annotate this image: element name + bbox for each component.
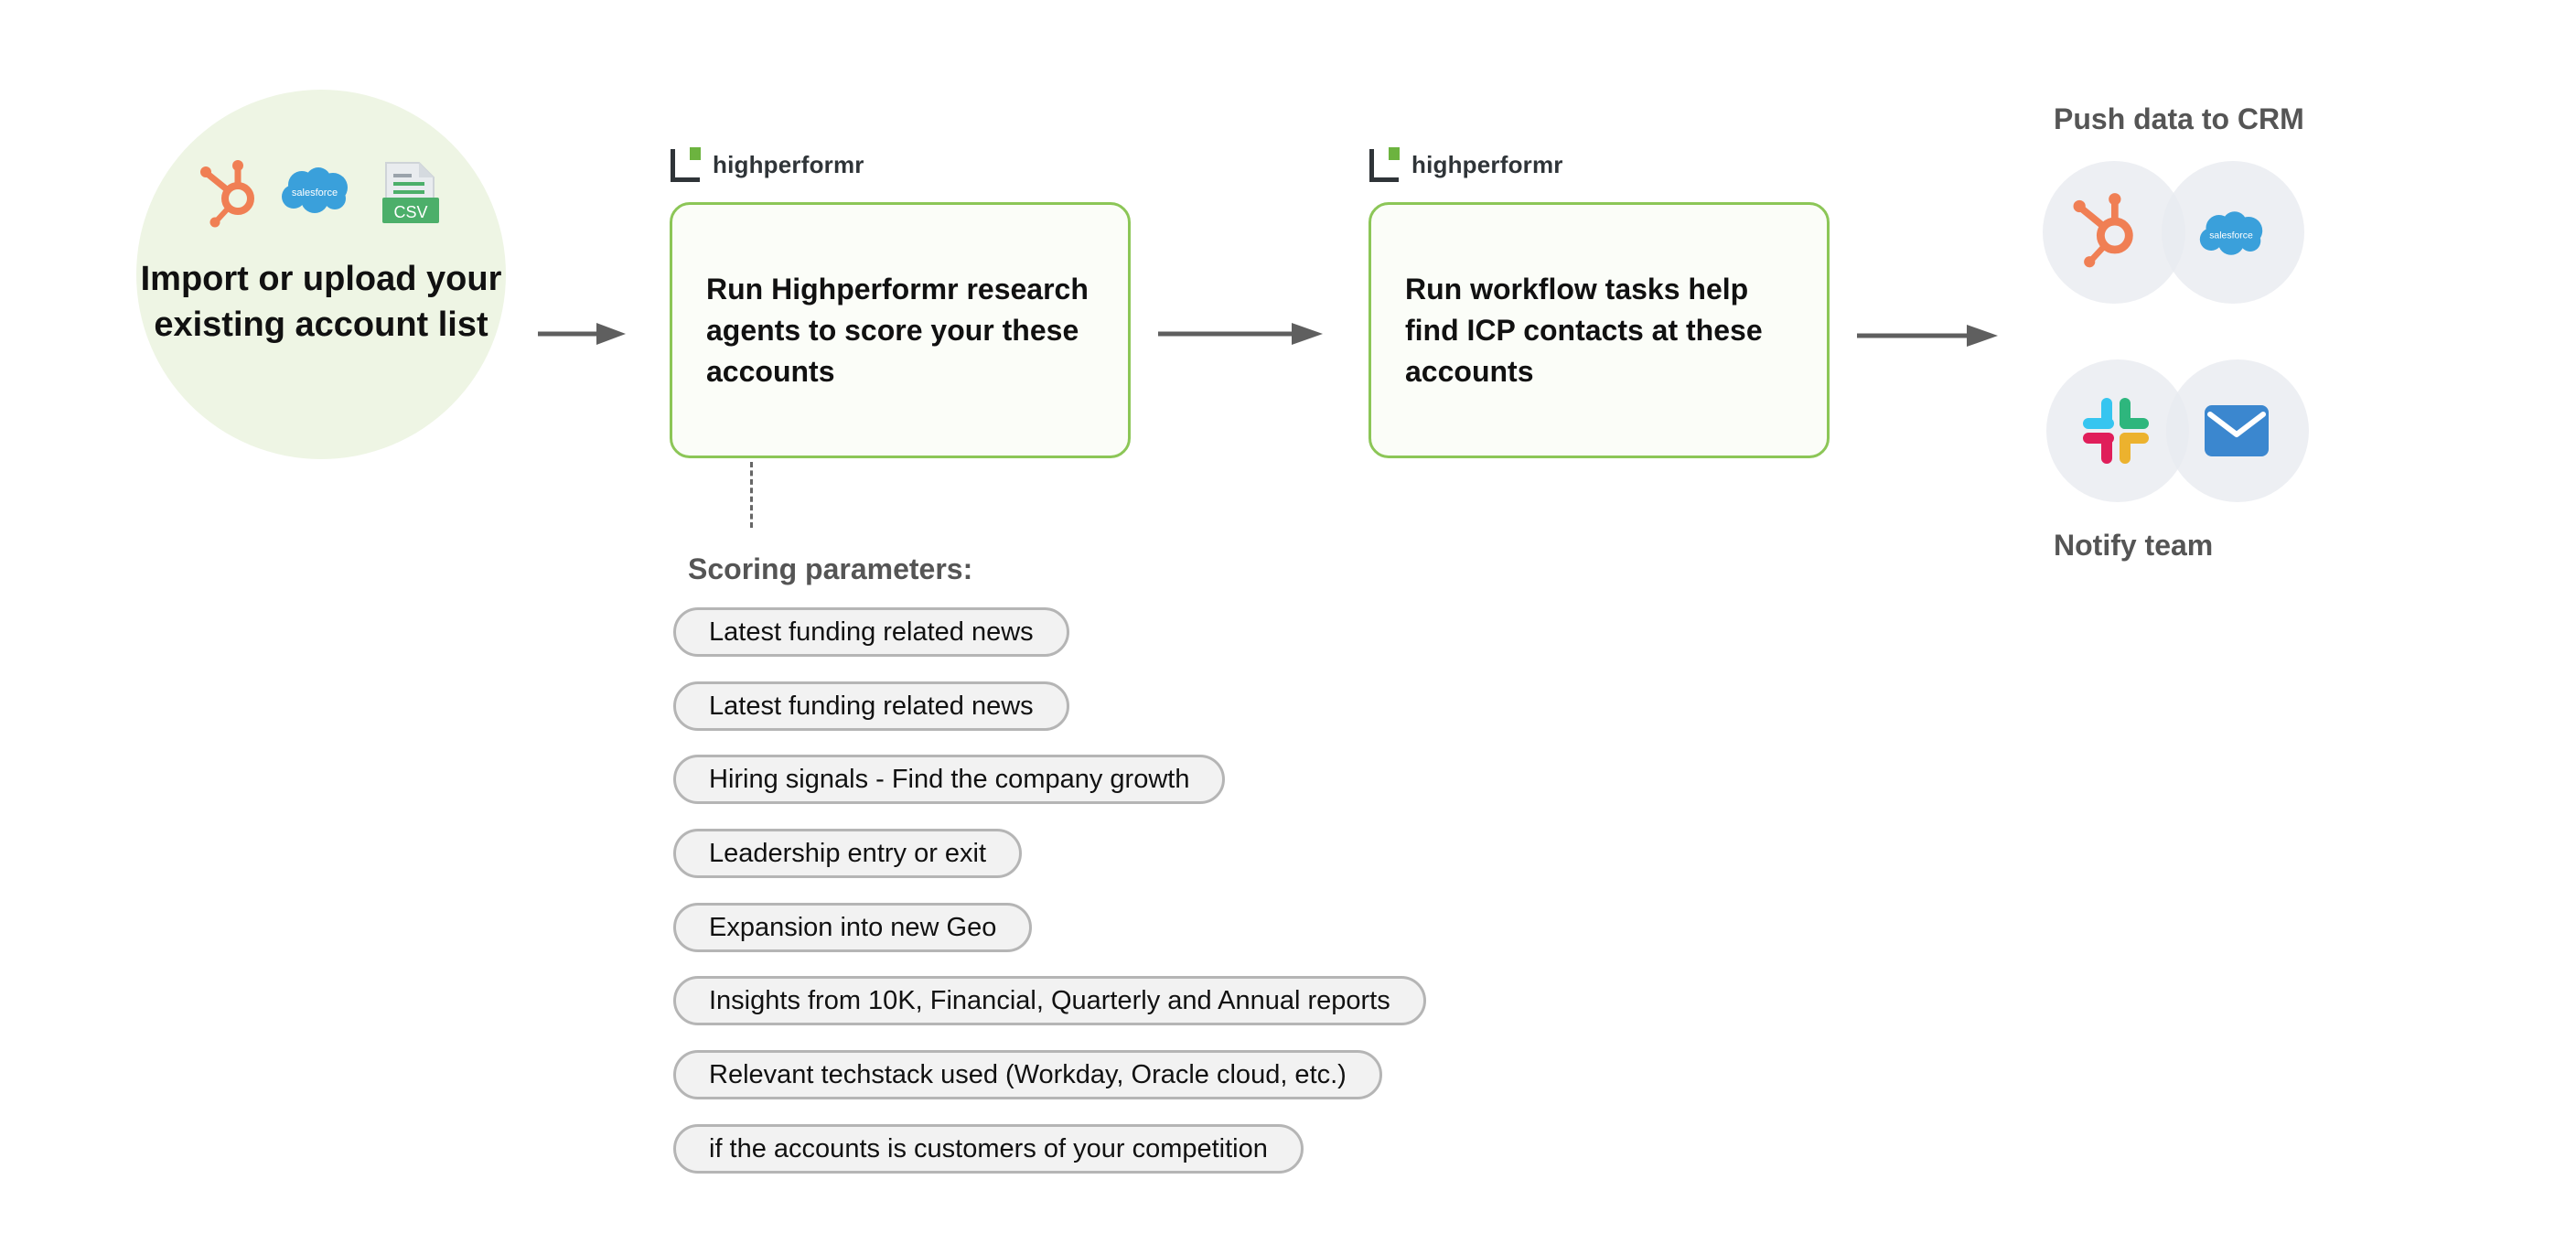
email-icon [2205,405,2269,456]
flow-arrow-2 [1158,323,1323,345]
salesforce-icon: salesforce [282,167,348,213]
notify-team-title: Notify team [2054,529,2214,562]
import-step-circle: salesforce CSV Import or upload your exi… [136,90,506,459]
research-step-text: Run Highperformr research agents to scor… [706,273,1089,388]
import-step-text: Import or upload your existing account l… [140,260,502,344]
scoring-param-pill: Latest funding related news [673,681,1069,731]
crm-salesforce-bubble: salesforce [2162,161,2304,304]
scoring-param-pill: Latest funding related news [673,607,1069,657]
dashed-connector [750,462,753,528]
svg-text:CSV: CSV [393,203,427,221]
hubspot-icon [2073,193,2133,268]
highperformr-brand-2: highperformr [1369,146,1563,183]
highperformr-logo-icon [671,147,701,182]
csv-file-icon: CSV [382,162,439,223]
scoring-param-pill: Insights from 10K, Financial, Quarterly … [673,976,1426,1025]
salesforce-icon: salesforce [2199,211,2263,255]
brand-name: highperformr [713,150,864,178]
hubspot-icon [200,160,254,228]
flow-arrow-1 [538,323,626,345]
scoring-param-pill: Leadership entry or exit [673,829,1023,878]
slack-icon [2083,398,2149,464]
scoring-parameters-title: Scoring parameters: [688,552,973,585]
push-to-crm-title: Push data to CRM [2054,102,2304,135]
highperformr-logo-icon [1369,147,1400,182]
research-step-box: Run Highperformr research agents to scor… [670,202,1131,458]
scoring-param-pill: Relevant techstack used (Workday, Oracle… [673,1050,1382,1099]
scoring-param-pill: Expansion into new Geo [673,903,1033,952]
workflow-step-box: Run workflow tasks help find ICP contact… [1368,202,1830,458]
notify-email-bubble [2166,359,2309,502]
notify-slack-bubble [2046,359,2189,502]
svg-text:salesforce: salesforce [2209,231,2253,241]
scoring-param-pill: Hiring signals - Find the company growth [673,755,1226,804]
flow-arrow-3 [1857,325,1998,347]
brand-name: highperformr [1411,150,1563,178]
scoring-param-pill: if the accounts is customers of your com… [673,1124,1304,1174]
workflow-step-text: Run workflow tasks help find ICP contact… [1405,273,1763,388]
svg-text:salesforce: salesforce [292,188,338,198]
highperformr-brand-1: highperformr [671,146,864,183]
